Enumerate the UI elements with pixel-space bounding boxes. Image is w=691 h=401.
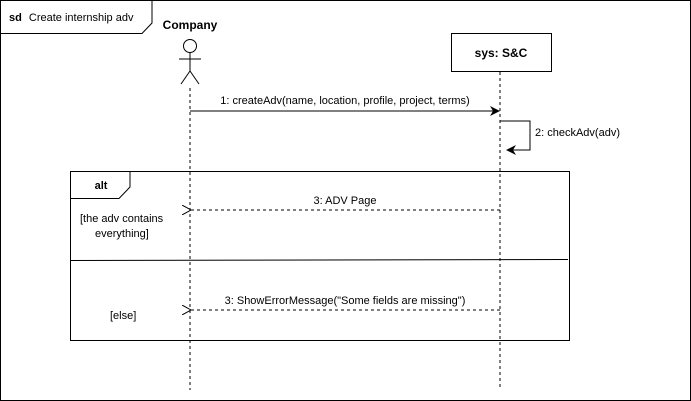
alt-keyword: alt bbox=[95, 180, 108, 192]
sd-keyword: sd bbox=[9, 12, 22, 24]
alt-guard-1-line-2: everything] bbox=[95, 228, 149, 240]
message-3-label: 3: ADV Page bbox=[314, 195, 377, 207]
alt-fragment-tab bbox=[70, 171, 131, 199]
message-1-label: 1: createAdv(name, location, profile, pr… bbox=[220, 95, 469, 107]
alt-guard-2: [else] bbox=[110, 310, 136, 322]
message-2-self-arrow bbox=[500, 120, 531, 155]
actor-name: Company bbox=[163, 18, 218, 32]
alt-separator bbox=[69, 259, 569, 261]
alt-guard-1-line-1: [the adv contains bbox=[80, 213, 164, 225]
system-participant-box bbox=[451, 33, 552, 72]
sd-frame-tab bbox=[0, 0, 153, 34]
sd-title: Create internship adv bbox=[29, 12, 134, 24]
alt-fragment bbox=[70, 171, 570, 341]
system-participant-name: sys: S&C bbox=[475, 46, 528, 60]
message-2-label: 2: checkAdv(adv) bbox=[535, 127, 620, 139]
svg-text:sd Create internship adv: sd Create internship adv bbox=[9, 12, 134, 24]
message-4-label: 3: ShowErrorMessage("Some fields are mis… bbox=[225, 295, 466, 307]
actor-stick-figure-icon bbox=[179, 39, 201, 85]
